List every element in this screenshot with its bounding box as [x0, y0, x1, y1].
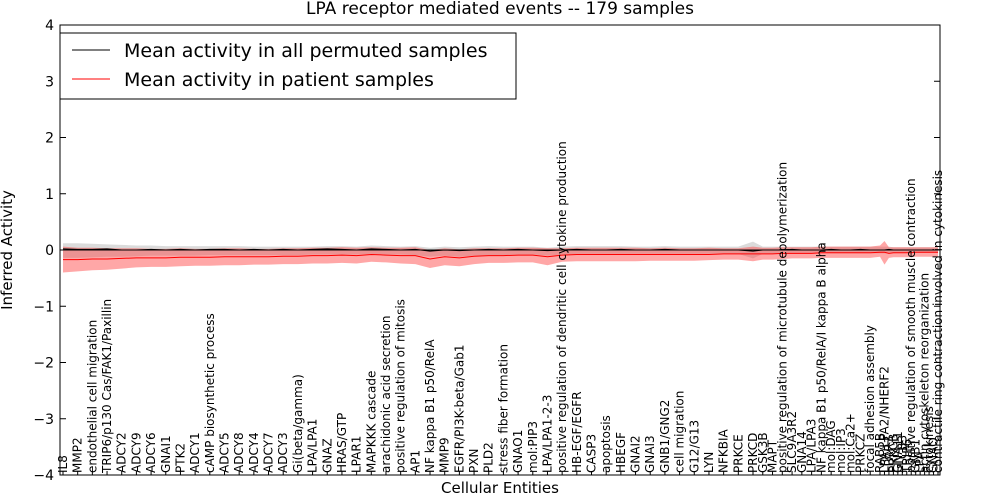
x-tick-label: NF kappa B1 p50/RelA	[423, 339, 437, 473]
x-tick-label: PXN	[467, 449, 481, 473]
x-tick-label: positive regulation of mitosis	[394, 299, 408, 473]
band-patient	[63, 241, 938, 273]
y-tick-label: 4	[45, 18, 54, 34]
x-tick-label: PRKCD	[746, 433, 760, 473]
x-tick-label: GNAI2	[629, 435, 643, 473]
x-tick-label: GNAI3	[643, 435, 657, 473]
x-tick-label: MMP2	[71, 437, 85, 473]
x-tick-label: TRIP6	[900, 439, 914, 474]
x-tick-label: positive regulation of dendritic cell cy…	[555, 141, 569, 473]
x-tick-label: PRKCB	[886, 434, 900, 473]
series-line-permuted	[62, 248, 938, 252]
x-tick-label: arachidonic acid secretion	[379, 316, 393, 473]
x-tick-label: mol:DAG	[824, 420, 838, 473]
x-tick-label: MAPT	[766, 439, 780, 473]
x-tick-label: ADCY6	[144, 432, 158, 473]
x-tick-label: HB-EGF/EGFR	[570, 391, 584, 473]
y-tick-label: −2	[33, 356, 54, 372]
x-tick-label: PRKCE	[731, 434, 745, 473]
x-tick-label: focal adhesion assembly	[863, 325, 877, 473]
legend-label-permuted: Mean activity in all permuted samples	[124, 40, 487, 62]
x-tick-label: GNAZ	[320, 438, 334, 473]
x-tick-label: PRKCZ	[854, 434, 868, 473]
x-tick-label: ADCY1	[188, 432, 202, 473]
x-tick-label: LPA/LPA3	[805, 419, 819, 473]
legend-box	[59, 32, 517, 100]
y-tick-label: −1	[33, 299, 54, 315]
x-tick-label: cytokinesis	[922, 406, 936, 473]
x-tick-label: LPAR1	[350, 436, 364, 473]
x-tick-label: LPA/LPA1-2-3	[541, 395, 555, 473]
plot-bands	[63, 241, 938, 273]
y-axis-label: Inferred Activity	[0, 190, 16, 310]
x-tick-label: ADCY5	[218, 432, 232, 473]
y-tick-label: 0	[45, 243, 54, 259]
x-tick-label: NF kappa B1 p50/RelA/I kappa B alpha	[814, 242, 828, 473]
x-tick-label: CASP3	[585, 434, 599, 473]
x-tick-label: positive regulation of microtubule depol…	[775, 162, 789, 473]
x-tick-label: GNAO1	[511, 430, 525, 473]
y-tick-label: −3	[33, 412, 54, 428]
x-tick-label: HBEGF	[614, 432, 628, 473]
x-tick-label: LPAR3	[882, 436, 896, 473]
x-tick-label: mol:Ca2+	[844, 413, 858, 473]
series-line-patient	[63, 251, 938, 261]
x-tick-label: mol:IP3	[834, 428, 848, 473]
x-tick-label: Gi(beta/gamma)	[291, 374, 305, 473]
x-tick-label: SLC9A3R2	[785, 411, 799, 473]
x-tick-label: ADCY8	[232, 432, 246, 473]
x-tick-label: cAMP biosynthetic process	[203, 313, 217, 473]
x-tick-label: GNAI1	[159, 435, 173, 473]
x-tick-label: PLCB3	[895, 435, 909, 473]
y-tick-label: 1	[45, 187, 54, 203]
y-axis: −4 −3 −2 −1 0 1 2 3 4	[33, 18, 940, 484]
x-tick-label: apoptosis	[599, 415, 613, 473]
x-tick-label: LPA/LPA1	[306, 419, 320, 473]
x-tick-label: EGFR/PI3K-beta/Gab1	[452, 344, 466, 473]
x-tick-label: cell migration	[673, 391, 687, 473]
x-tick-label: GSK3B	[756, 432, 770, 473]
x-tick-label: NFKBIA	[717, 428, 731, 473]
x-tick-label: ADCY2	[115, 432, 129, 473]
x-tick-label: ADCY4	[247, 432, 261, 473]
x-tick-label: GNB1/GNG2	[658, 400, 672, 473]
x-tick-label: TRIP6/p130 Cas/FAK1/Paxillin	[100, 299, 114, 474]
x-tick-label: GNB1	[909, 439, 923, 473]
x-tick-label: ADCY7	[262, 432, 276, 473]
x-tick-label: positive regulation of smooth muscle con…	[904, 178, 918, 473]
x-tick-label: PTK2	[173, 443, 187, 473]
x-tick-label: PLD2	[482, 442, 496, 473]
x-tick-label: stress fiber formation	[496, 344, 510, 473]
x-tick-label: HRAS/GTP	[335, 413, 349, 473]
x-tick-label: ADCY9	[129, 432, 143, 473]
x-tick-label: mol:PIP3	[526, 421, 540, 473]
x-tick-label: MMP9	[438, 437, 452, 473]
x-tick-label: endothelial cell migration	[85, 320, 99, 473]
x-tick-label: LPA	[913, 451, 927, 473]
x-tick-label: GNAQ	[927, 437, 941, 473]
x-tick-label: LPA/LPA2/NHERF2	[878, 366, 892, 473]
x-tick-label: ADCY3	[276, 432, 290, 473]
x-tick-label: actin cytoskeleton reorganization	[918, 273, 932, 473]
chart-title: LPA receptor mediated events -- 179 samp…	[306, 0, 694, 19]
x-tick-label: AP1	[408, 450, 422, 473]
y-tick-label: −4	[33, 468, 54, 484]
legend-label-patient: Mean activity in patient samples	[124, 69, 434, 91]
x-tick-label: GNA11	[891, 431, 905, 473]
x-tick-label: G12/G13	[687, 420, 701, 473]
x-tick-label: RAB5B	[873, 433, 887, 473]
y-tick-label: 3	[45, 74, 54, 90]
x-axis-label: Cellular Entities	[441, 479, 559, 497]
plot-lines	[62, 248, 938, 261]
x-tick-label: MAPKKK cascade	[364, 371, 378, 473]
y-tick-label: 2	[45, 131, 54, 147]
x-tick-label: LYN	[702, 452, 716, 473]
x-tick-label: contractile ring contraction involved in…	[931, 170, 945, 473]
legend: Mean activity in all permuted samples Me…	[59, 32, 517, 100]
x-tick-label: GNA14	[795, 431, 809, 473]
x-tick-label: IL8	[56, 455, 70, 473]
